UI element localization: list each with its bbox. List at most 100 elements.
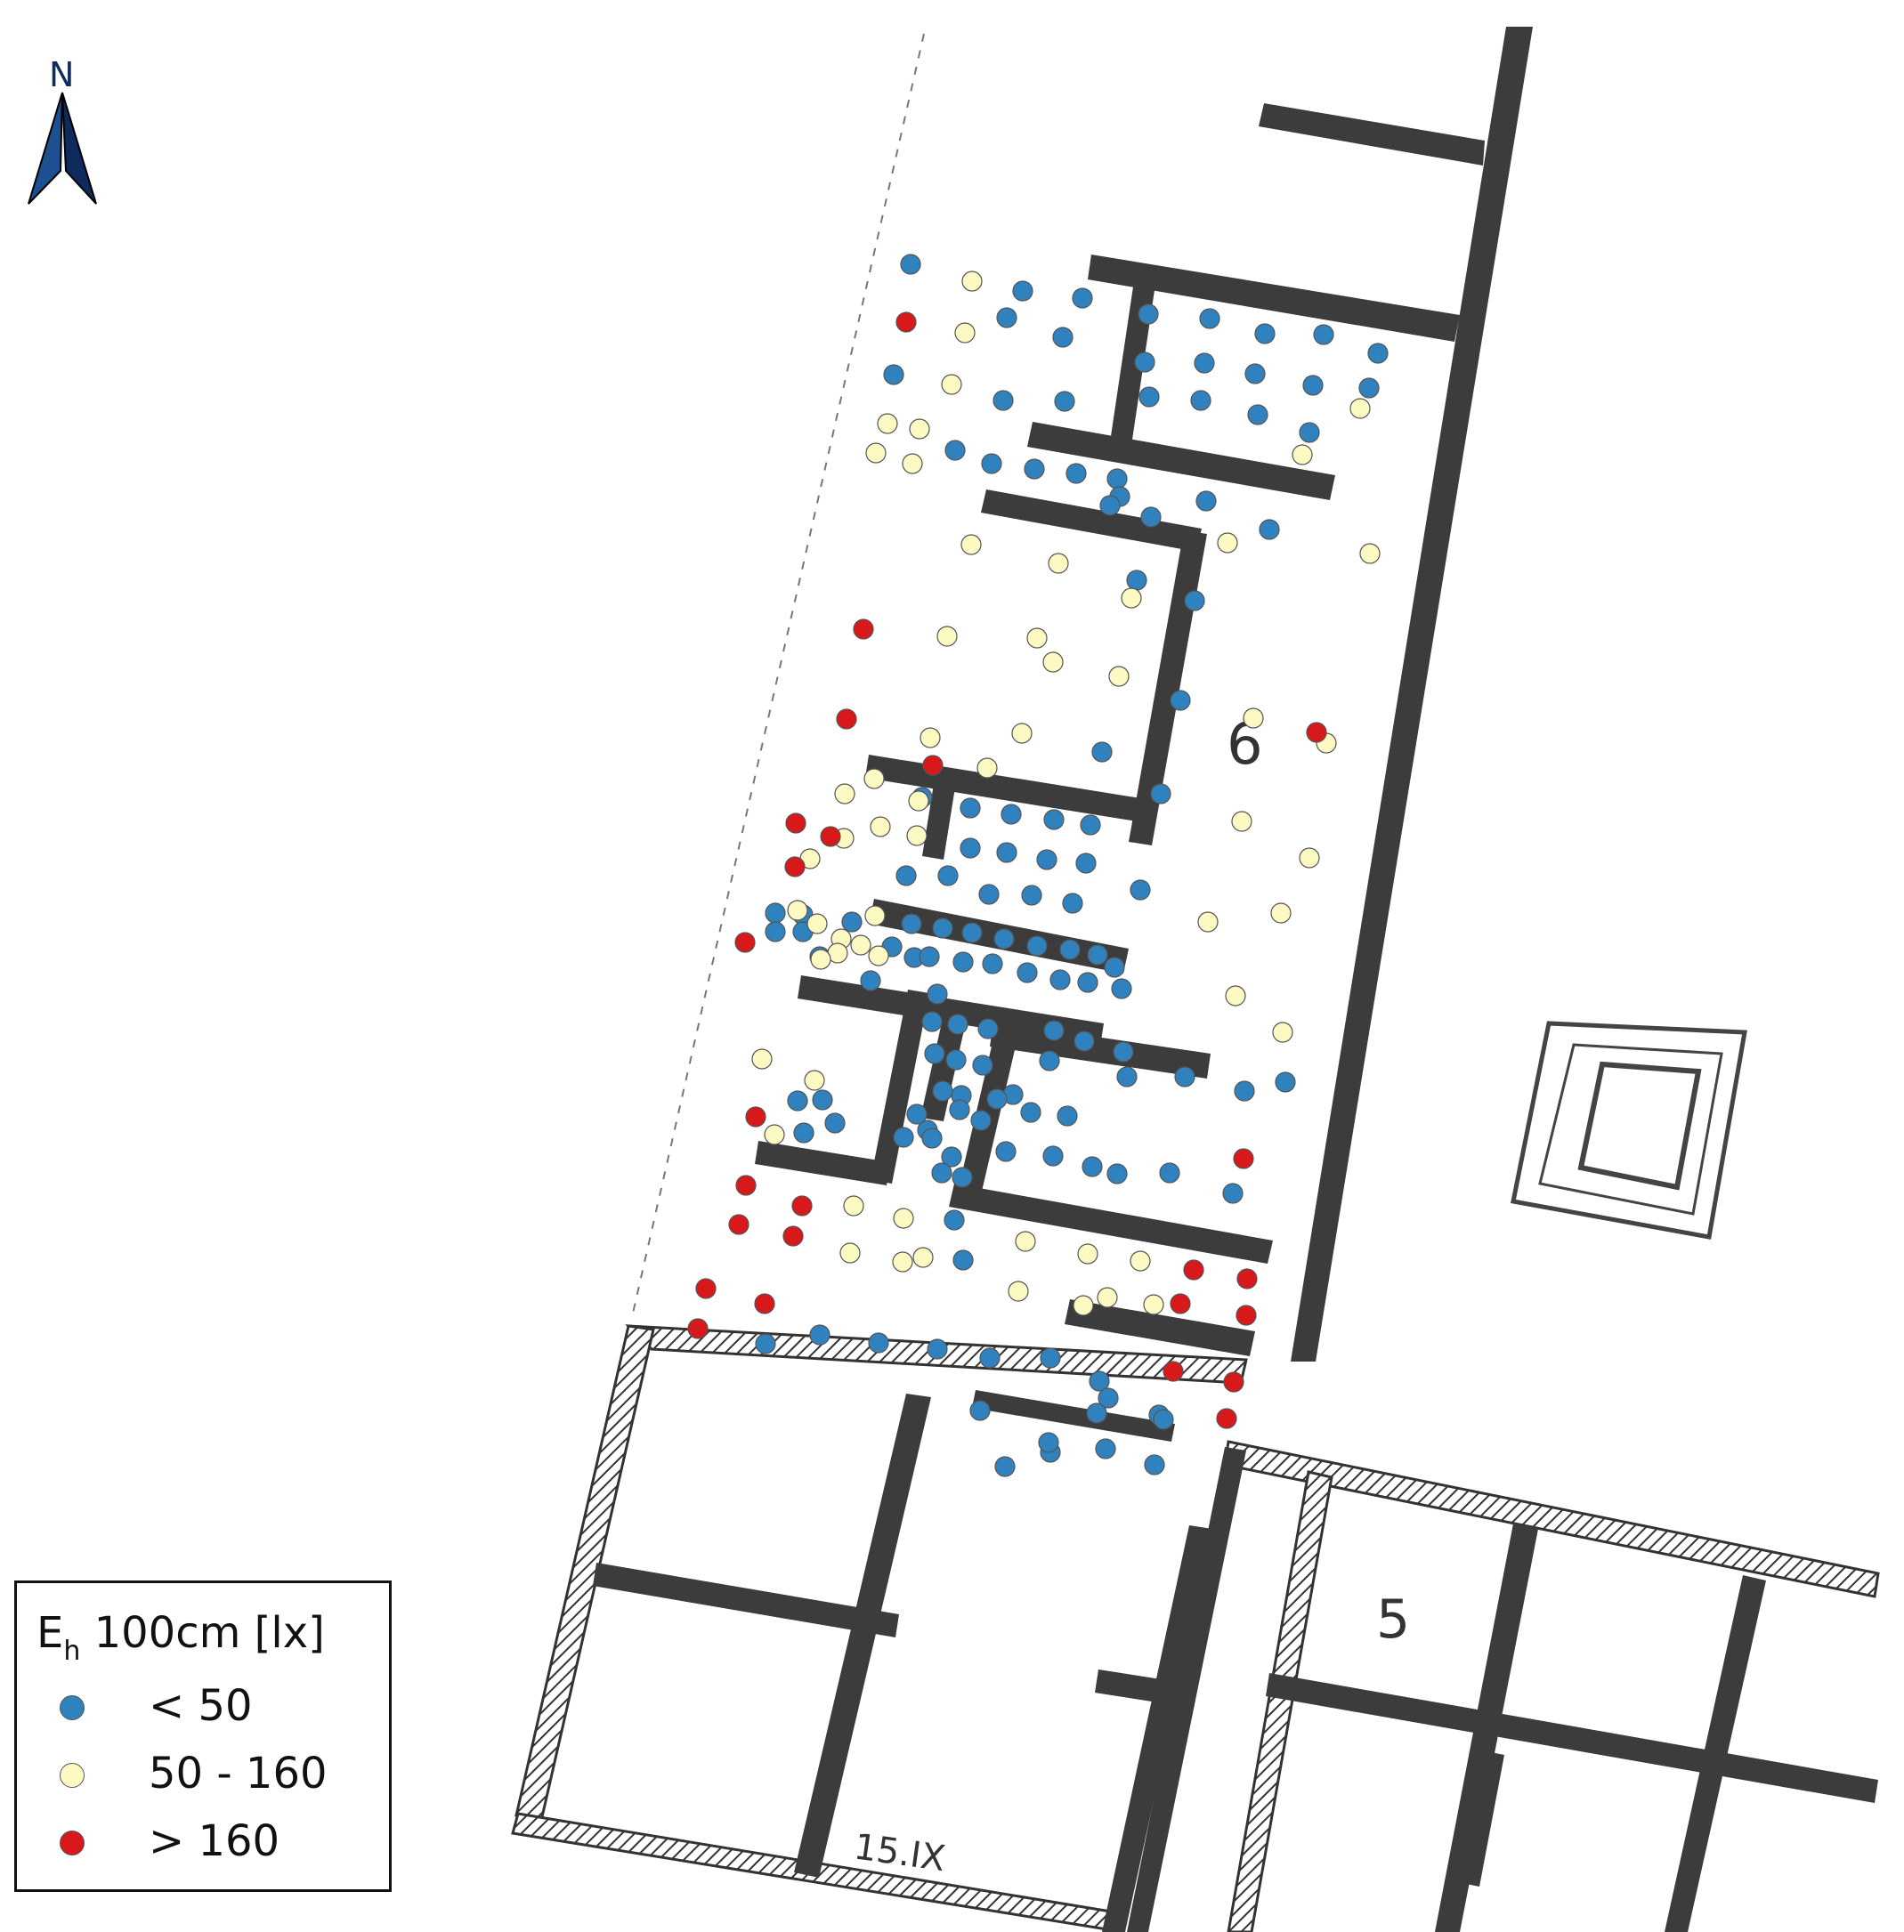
measurement-point-low [1150,783,1171,804]
measurement-point-high [687,1318,709,1339]
measurement-point-low [1190,390,1211,411]
measurement-point-low [883,364,904,385]
measurement-point-low [921,1011,943,1032]
measurement-point-mid [961,271,983,292]
measurement-point-low [906,1103,928,1125]
measurement-point-mid [764,1124,785,1145]
measurement-point-low [1077,972,1098,993]
measurement-point-low [765,921,786,942]
measurement-point-low [1057,1105,1078,1127]
illuminance-measurement-points [687,254,1389,1477]
measurement-point-mid [893,1208,914,1229]
measurement-point-low [1039,1050,1060,1071]
measurement-point-low [1170,690,1191,711]
measurement-point-low [1091,741,1113,763]
measurement-point-low [1074,1031,1095,1052]
measurement-point-low [960,837,981,859]
measurement-point-low [1082,1156,1103,1177]
measurement-point-low [1089,1370,1110,1392]
measurement-point-low [1106,1163,1128,1184]
measurement-point-low [1130,879,1151,901]
measurement-point-low [1054,391,1075,412]
measurement-point-low [927,983,948,1005]
measurement-point-low [787,1090,808,1112]
measurement-point-mid [865,442,887,464]
measurement-point-mid [1231,811,1252,832]
measurement-point-low [993,390,1014,411]
measurement-point-low [765,902,786,924]
measurement-point-mid [902,453,923,474]
measurement-point-low [1138,386,1160,408]
measurement-point-high [836,708,857,730]
block-number-label: 5 [1376,1588,1410,1651]
measurement-point-high [735,1175,757,1196]
measurement-point-low [947,1014,968,1035]
measurement-point-low [1072,287,1093,309]
measurement-point-low [972,1055,993,1076]
measurement-point-low [1080,814,1101,836]
measurement-point-low [1244,363,1266,384]
measurement-point-low [1199,308,1220,329]
measurement-point-low [986,1088,1008,1110]
measurement-point-low [1367,343,1389,364]
measurement-point-low [841,911,863,933]
measurement-point-low [979,1347,1001,1369]
measurement-point-high [853,618,874,640]
measurement-point-low [969,1400,991,1421]
measurement-point-high [745,1106,766,1128]
measurement-point-mid [1243,707,1264,729]
measurement-point-low [1222,1183,1244,1204]
measurement-point-mid [834,783,855,804]
measurement-point-mid [863,768,885,789]
measurement-point-high [728,1214,749,1235]
measurement-point-low [1040,1347,1061,1369]
measurement-point-mid [1097,1287,1118,1308]
measurement-point-low [952,1167,973,1188]
measurement-point-low [1017,962,1038,983]
measurement-point-low [1116,1066,1138,1087]
measurement-point-mid [1225,985,1246,1006]
measurement-point-mid [1299,847,1320,869]
measurement-point-low [945,1049,967,1071]
measurement-point-low [1052,327,1074,348]
measurement-point-low [1126,570,1147,591]
site-boundary-dashed-line [631,33,925,1318]
measurement-point-low [1159,1162,1180,1184]
measurement-point-mid [1121,587,1142,609]
legend-label-mid: 50 - 160 [149,1749,328,1799]
measurement-point-low [793,1122,814,1144]
measurement-point-low [860,970,881,991]
measurement-point-low [1153,1409,1174,1430]
measurement-point-low [932,917,953,939]
measurement-point-high [820,826,841,847]
measurement-point-low [1098,1387,1119,1409]
measurement-point-high [1236,1305,1257,1326]
measurement-point-low [1020,1102,1041,1123]
measurement-point-high [1306,722,1327,743]
measurement-point-mid [870,816,891,837]
measurement-point-low [1195,490,1217,512]
measurement-point-low [996,842,1017,863]
measurement-point-low [944,440,966,461]
measurement-point-mid [1077,1243,1098,1265]
measurement-point-low [1234,1080,1255,1102]
measurement-point-low [1099,495,1121,516]
legend: Eh 100cm [lx] < 50 50 - 160 > 160 [14,1580,392,1892]
measurement-point-high [895,311,917,333]
measurement-point-low [1043,809,1065,830]
measurement-point-mid [1008,1281,1029,1302]
measurement-point-low [1095,1438,1116,1459]
measurement-point-mid [1292,444,1313,465]
measurement-point-low [1065,463,1087,484]
measurement-point-low [1042,1145,1064,1167]
measurement-point-low [1140,506,1162,528]
measurement-point-high [1233,1148,1254,1169]
measurement-point-low [981,453,1002,474]
measurement-point-mid [909,418,930,440]
measurement-point-high [782,1225,804,1247]
measurement-point-mid [976,757,998,779]
measurement-point-mid [864,905,886,926]
measurement-point-low [1036,849,1057,870]
measurement-point-low [924,1043,945,1064]
